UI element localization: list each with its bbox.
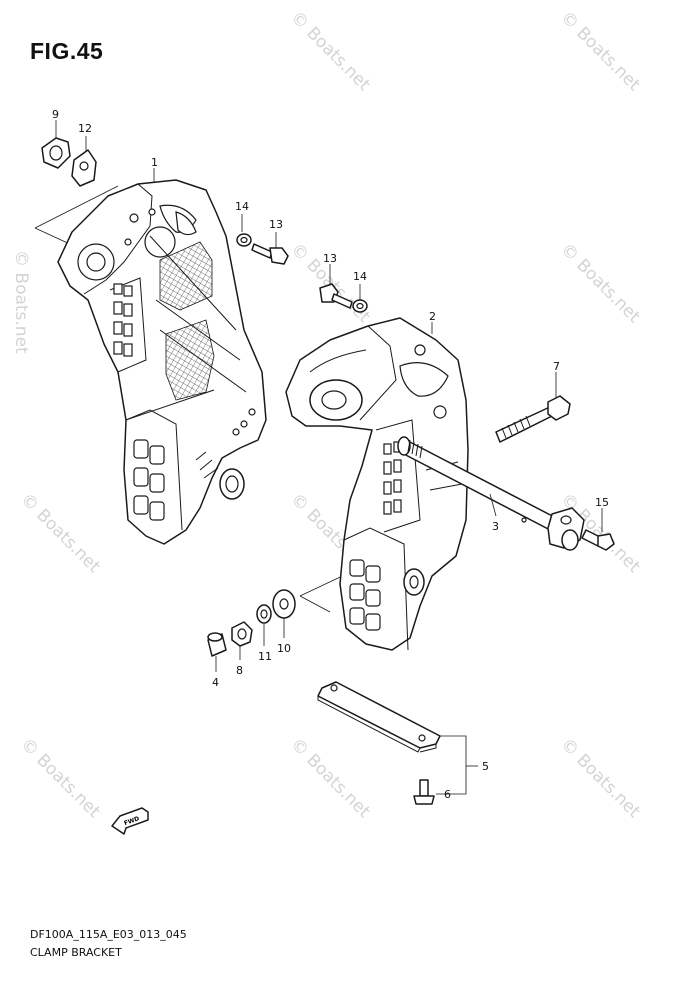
callout-15: 15 xyxy=(595,496,609,509)
figure-title: FIG.45 xyxy=(30,38,104,64)
callout-4: 4 xyxy=(212,676,219,689)
drawing-code: DF100A_115A_E03_013_045 xyxy=(30,928,187,941)
plate-washer-icon xyxy=(71,149,97,187)
callout-12: 12 xyxy=(78,122,92,135)
callout-7: 7 xyxy=(553,360,560,373)
tilt-shaft-icon xyxy=(397,436,585,551)
fwd-arrow-icon: FWD xyxy=(111,807,149,835)
callouts: 9 12 1 14 13 13 14 2 7 15 3 4 8 11 10 5 … xyxy=(52,108,609,801)
watermark: © Boats.net xyxy=(16,734,104,822)
callout-13: 13 xyxy=(323,252,337,265)
bolt-icon xyxy=(581,529,615,551)
watermark: © Boats.net xyxy=(556,239,644,327)
callout-14: 14 xyxy=(353,270,367,283)
washer-icon xyxy=(272,589,296,619)
watermark: © Boats.net xyxy=(16,489,104,577)
washer-icon xyxy=(352,299,368,313)
bolt-icon xyxy=(319,283,353,309)
callout-13: 13 xyxy=(269,218,283,231)
callout-2: 2 xyxy=(429,310,436,323)
callout-3: 3 xyxy=(492,520,499,533)
nut-icon xyxy=(41,137,71,169)
watermark: © Boats.net xyxy=(286,7,374,95)
nut-icon xyxy=(231,621,253,647)
clamp-bracket-starboard-icon xyxy=(285,317,469,651)
plate-icon xyxy=(317,681,441,753)
watermark: © Boats.net xyxy=(286,734,374,822)
callout-9: 9 xyxy=(52,108,59,121)
bushing-icon xyxy=(207,632,227,657)
callout-11: 11 xyxy=(258,650,272,663)
callout-6: 6 xyxy=(444,788,451,801)
fwd-label: FWD xyxy=(123,815,140,827)
clamp-bracket-port-icon xyxy=(57,179,267,545)
washer-icon xyxy=(256,604,272,624)
washer-icon xyxy=(236,233,252,247)
callout-1: 1 xyxy=(151,156,158,169)
callout-8: 8 xyxy=(236,664,243,677)
bolt-icon xyxy=(251,243,289,265)
watermark: © Boats.net xyxy=(556,734,644,822)
bolt-icon xyxy=(413,779,435,805)
bolt-icon xyxy=(495,395,571,443)
leader-lines xyxy=(55,120,603,795)
callout-10: 10 xyxy=(277,642,291,655)
drawing-name: CLAMP BRACKET xyxy=(30,946,122,959)
watermark: © Boats.net xyxy=(556,7,644,95)
callout-5: 5 xyxy=(482,760,489,773)
watermark: © Boats.net xyxy=(11,250,31,354)
callout-14: 14 xyxy=(235,200,249,213)
